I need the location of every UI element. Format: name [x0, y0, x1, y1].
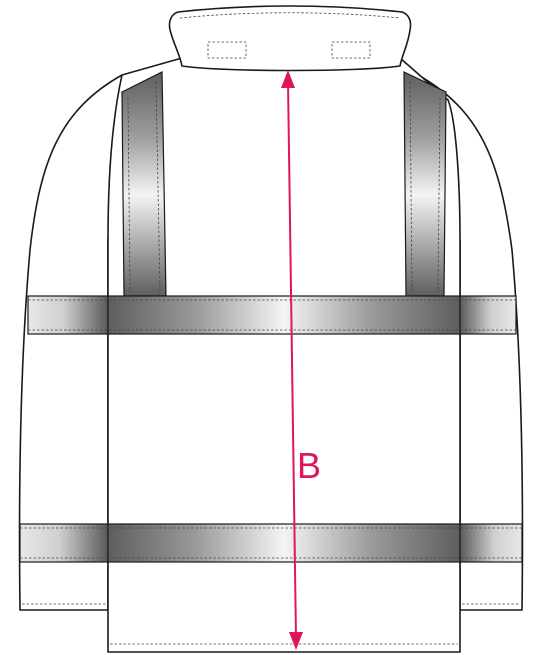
- upper-sleeve-tape-right: [459, 295, 517, 335]
- lower-body-tape: [107, 523, 461, 563]
- right-brace-stitch-b: [437, 97, 441, 293]
- right-brace-stitch-a: [409, 81, 413, 293]
- collar-loop-left: [207, 41, 247, 59]
- collar-stitch: [179, 12, 401, 19]
- upper-sleeve-tape-left: [27, 295, 109, 335]
- measurement-label: B: [297, 445, 321, 486]
- measurement-arrow-top: [281, 70, 295, 88]
- collar: [168, 5, 412, 72]
- lower-sleeve-tape-left: [19, 523, 109, 563]
- left-brace-stitch-b: [155, 81, 161, 293]
- left-brace-stitch-a: [127, 97, 131, 293]
- length-measurement: B: [281, 70, 321, 650]
- measurement-arrow-bottom: [289, 632, 303, 650]
- measurement-line: [287, 81, 297, 639]
- upper-body-tape: [107, 295, 461, 335]
- lower-sleeve-tape-right: [459, 523, 523, 563]
- collar-loop-right: [331, 41, 371, 59]
